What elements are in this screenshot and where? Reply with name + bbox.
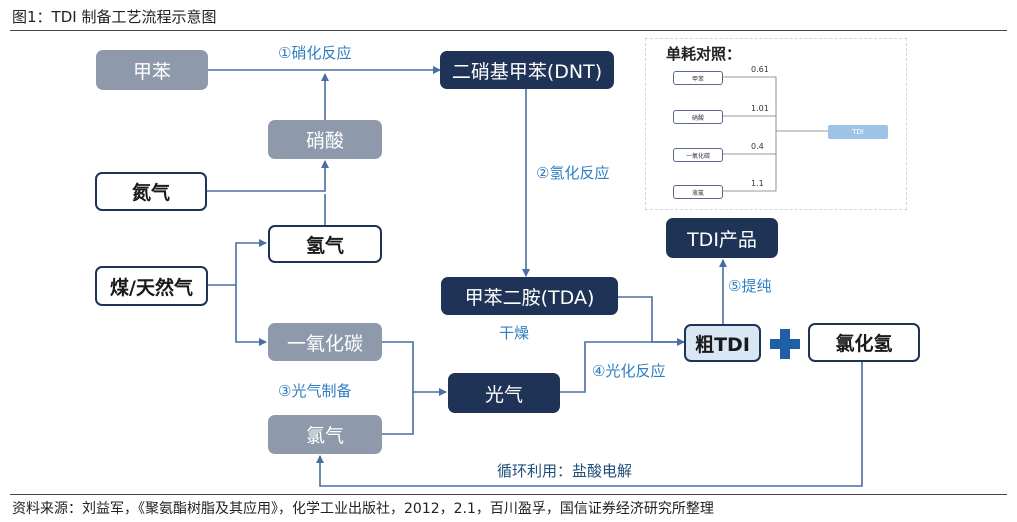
- node-phosgene: 光气: [448, 373, 560, 413]
- node-crude-tdi: 粗TDI: [684, 324, 761, 362]
- plus-icon: [770, 329, 800, 359]
- arrow-tda-crude: [618, 296, 685, 346]
- inset-connectors: [722, 76, 828, 192]
- node-coal-gas: 煤/天然气: [95, 266, 208, 306]
- node-carbon-monoxide: 一氧化碳: [268, 323, 382, 361]
- node-toluene: 甲苯: [96, 50, 208, 90]
- arrow-hcl-recycle: [316, 362, 863, 487]
- top-rule: [10, 30, 1007, 31]
- arrow-co-phosgene: [382, 341, 447, 396]
- node-nitrogen: 氮气: [95, 172, 207, 211]
- inset-value: 0.4: [751, 142, 764, 151]
- inset-value: 1.01: [751, 104, 769, 113]
- consumption-inset: 单耗对照： 甲苯 0.61 硝酸 1.01 一氧化碳 0.4 液氯 1.1 TD…: [645, 38, 907, 210]
- inset-input: 一氧化碳: [673, 148, 723, 162]
- node-dnt: 二硝基甲苯(DNT): [440, 51, 614, 89]
- label-phosgenation: ④光化反应: [592, 362, 666, 380]
- arrow-chlorine-phosgene: [382, 392, 414, 435]
- bottom-rule: [10, 494, 1007, 495]
- node-nitric-acid: 硝酸: [268, 120, 382, 159]
- inset-value: 1.1: [751, 179, 764, 188]
- inset-title: 单耗对照：: [666, 45, 742, 63]
- inset-input: 液氯: [673, 185, 723, 199]
- label-nitration: ①硝化反应: [278, 44, 352, 62]
- label-purification: ⑤提纯: [728, 277, 772, 295]
- node-hcl: 氯化氢: [808, 323, 920, 362]
- arrow-coal-co: [235, 285, 267, 346]
- label-recycle: 循环利用：盐酸电解: [497, 462, 633, 480]
- node-hydrogen: 氢气: [268, 225, 382, 263]
- inset-input: 甲苯: [673, 71, 723, 85]
- inset-output: TDI: [828, 125, 888, 139]
- label-drying: 干燥: [499, 324, 530, 342]
- node-tda: 甲苯二胺(TDA): [441, 277, 618, 315]
- figure-title: 图1：TDI 制备工艺流程示意图: [12, 8, 217, 26]
- arrow-coal-hydrogen: [208, 239, 267, 286]
- arrow-nitrogen-nitricacid: [207, 160, 329, 192]
- arrow-phosgene-crude: [560, 341, 684, 393]
- node-tdi-product: TDI产品: [666, 218, 778, 258]
- inset-value: 0.61: [751, 65, 769, 74]
- inset-input: 硝酸: [673, 110, 723, 124]
- node-chlorine: 氯气: [268, 415, 382, 454]
- label-phosgene-prep: ③光气制备: [278, 382, 352, 400]
- source-note: 资料来源：刘益军，《聚氨酯树脂及其应用》，化学工业出版社，2012，2.1，百川…: [12, 501, 714, 517]
- label-hydrogenation: ②氢化反应: [536, 164, 610, 182]
